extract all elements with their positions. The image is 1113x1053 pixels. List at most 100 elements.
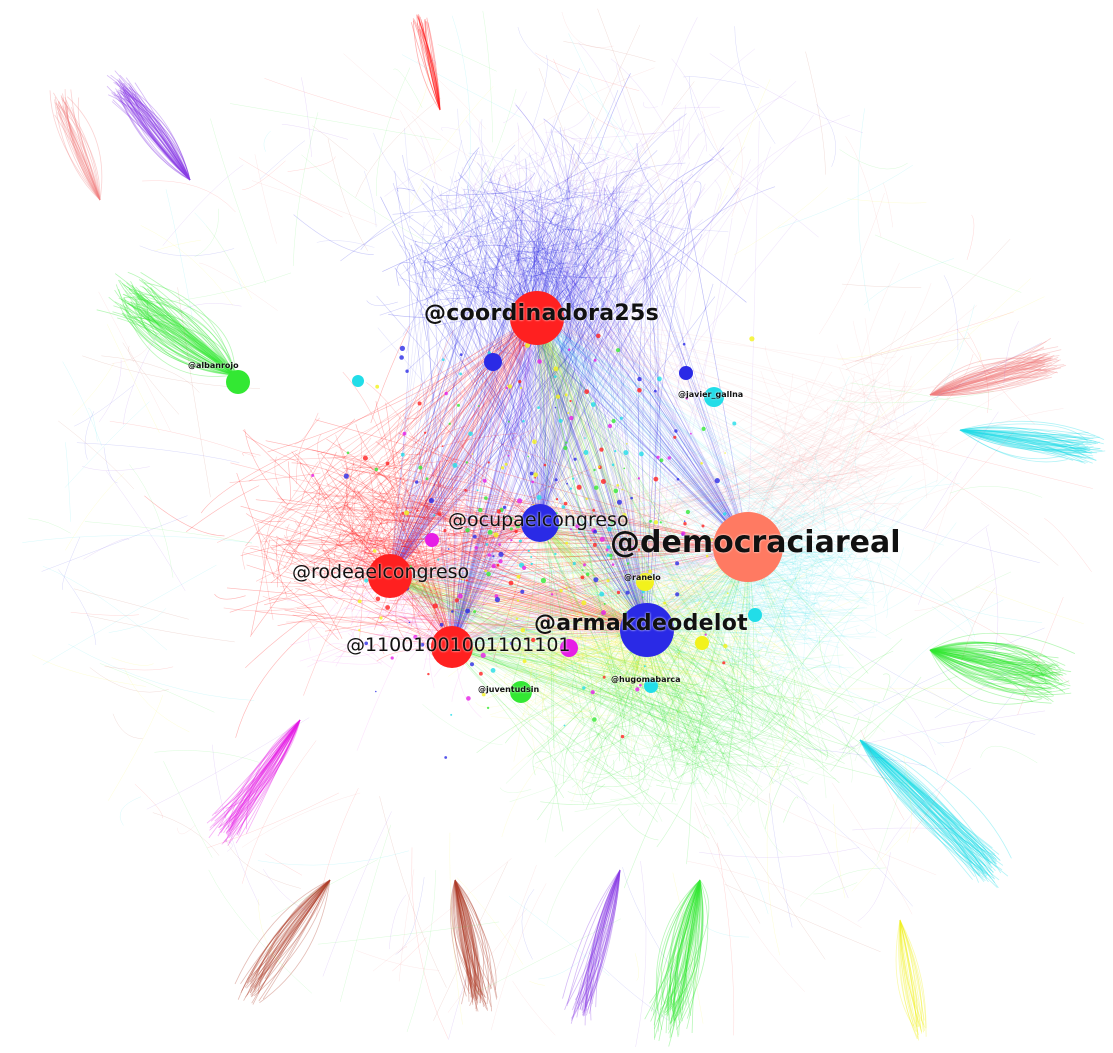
network-edge <box>462 248 648 631</box>
network-edge <box>451 353 548 648</box>
network-edge <box>360 186 458 250</box>
network-edge <box>465 285 512 328</box>
network-edge <box>616 160 648 631</box>
network-edge <box>451 249 512 648</box>
network-edge <box>445 240 453 264</box>
network-edge <box>490 205 648 631</box>
network-edge <box>504 156 610 216</box>
network-edge <box>389 230 511 577</box>
network-edge <box>389 259 485 577</box>
network-edge <box>389 274 663 577</box>
network-edge <box>451 201 490 648</box>
network-edge <box>431 185 437 216</box>
network-edge <box>539 219 628 524</box>
network-edge <box>529 152 569 218</box>
network-edge <box>444 258 749 548</box>
network-edge <box>425 183 648 631</box>
network-edge <box>450 262 749 548</box>
network-edge <box>539 241 696 524</box>
network-edge <box>437 256 460 306</box>
network-edge <box>287 461 291 501</box>
network-edge <box>440 195 506 281</box>
network-edge <box>451 221 547 648</box>
network-edge <box>737 781 750 839</box>
network-edge <box>672 120 682 167</box>
network-edge <box>451 239 551 648</box>
network-edge <box>814 638 903 719</box>
network-edge <box>490 213 648 631</box>
network-edge <box>501 272 541 524</box>
network-edge <box>389 215 577 577</box>
network-edge <box>389 248 505 577</box>
network-edge <box>451 229 564 648</box>
network-edge <box>451 239 551 648</box>
network-edge <box>681 179 749 548</box>
network-edge <box>504 181 520 248</box>
network-edge <box>452 223 516 238</box>
network-edge <box>540 248 749 548</box>
network-edge <box>525 280 586 287</box>
network-edge <box>514 203 534 230</box>
network-edge <box>429 266 452 299</box>
network-edge <box>504 250 526 280</box>
network-edge <box>491 220 583 233</box>
network-edge <box>490 212 528 244</box>
network-edge <box>370 325 410 424</box>
network-edge <box>451 296 716 648</box>
network-edge <box>584 267 749 548</box>
network-edge <box>440 195 506 281</box>
network-edge <box>389 213 622 577</box>
network-edge <box>389 228 565 577</box>
network-edge <box>534 188 543 264</box>
network-edge <box>605 184 634 227</box>
network-edge <box>629 241 749 548</box>
network-edge <box>539 276 601 524</box>
network-edge <box>578 283 749 548</box>
network-edge <box>389 304 498 577</box>
network-edge <box>437 151 558 208</box>
network-edge <box>765 762 792 830</box>
network-edge <box>451 196 507 648</box>
network-edge <box>309 620 350 653</box>
network-edge <box>499 787 532 793</box>
network-edge <box>409 225 749 548</box>
network-edge <box>670 211 691 273</box>
network-edge <box>552 267 648 631</box>
network-edge <box>532 270 540 291</box>
network-edge <box>636 142 660 195</box>
network-edge <box>389 265 487 577</box>
network-edge <box>389 259 634 577</box>
network-edge <box>389 259 485 577</box>
network-edge <box>514 203 534 230</box>
network-edge <box>494 250 535 259</box>
network-edge <box>573 248 635 257</box>
network-edge <box>552 277 648 631</box>
network-edge <box>389 231 604 577</box>
network-edge <box>507 239 540 263</box>
network-edge <box>552 267 648 631</box>
network-edge <box>471 216 532 223</box>
network-edge <box>389 139 462 577</box>
network-edge <box>609 198 637 249</box>
network-edge <box>537 764 579 821</box>
network-edge <box>489 177 648 631</box>
network-edge <box>557 188 587 240</box>
network-edge <box>451 291 655 648</box>
network-edge <box>545 311 648 631</box>
network-edge <box>413 275 500 282</box>
network-edge <box>492 189 553 224</box>
network-edge <box>426 264 648 631</box>
network-edge <box>418 309 541 524</box>
network-edge <box>490 213 648 631</box>
network-edge <box>539 228 596 524</box>
network-edge <box>451 218 526 648</box>
network-edge <box>389 280 592 577</box>
network-edge <box>556 272 594 338</box>
network-edge <box>422 246 480 264</box>
network-edge <box>479 244 648 631</box>
network-edge <box>449 201 515 211</box>
network-edge <box>451 235 580 648</box>
network-edge <box>418 309 541 524</box>
network-edge <box>469 260 749 548</box>
network-edge <box>419 313 490 319</box>
